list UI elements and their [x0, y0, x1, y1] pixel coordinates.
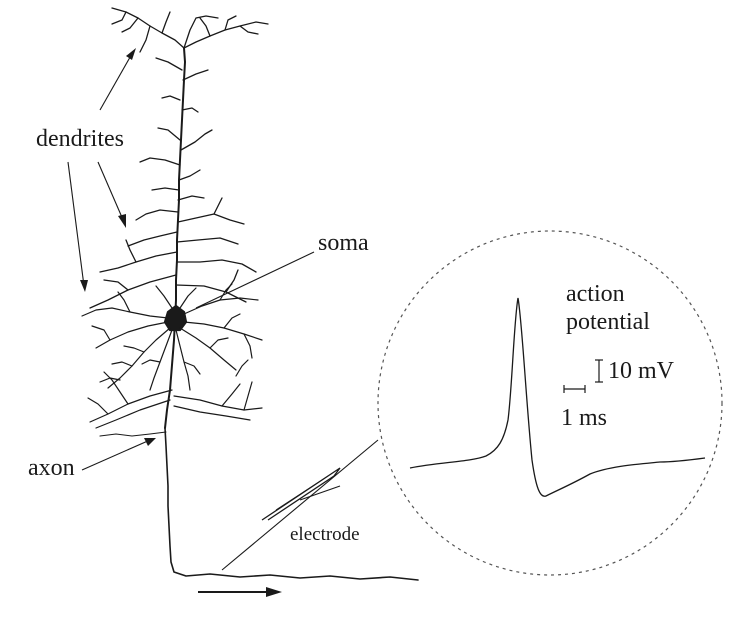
neuron: [81, 7, 419, 581]
dendrites-pointer-low: [67, 161, 85, 287]
axon-collateral: [99, 431, 167, 437]
basal-dendrites: [81, 283, 263, 391]
voltage-scale-label: 10 mV: [608, 358, 674, 384]
electrode: [221, 439, 379, 571]
dendrites-pointer-mid: [97, 161, 125, 223]
apical-dendrite-trunk: [164, 47, 186, 429]
axon-pointer: [81, 439, 151, 471]
action-potential-label: action potential: [566, 280, 650, 337]
voltage-scale-bar: [595, 359, 603, 383]
soma: [163, 304, 188, 332]
axon-label: axon: [28, 455, 75, 481]
soma-pointer: [195, 251, 315, 309]
lower-branches: [87, 359, 263, 429]
action-potential-trace: [409, 297, 706, 497]
dendrites-pointer-up: [99, 51, 134, 111]
axon: [164, 427, 419, 581]
electrode-label: electrode: [290, 524, 360, 545]
time-scale-label: 1 ms: [561, 405, 608, 431]
scale-bars: [563, 359, 603, 393]
dendrites-label: dendrites: [36, 126, 124, 152]
pointer-lines: [67, 48, 315, 471]
oblique-branches: [89, 127, 257, 309]
apical-tuft: [111, 7, 269, 113]
soma-label: soma: [318, 230, 369, 256]
zoom-circle: [377, 230, 723, 576]
action-potential-label-line2: potential: [566, 309, 650, 336]
propagation-arrow: [198, 587, 282, 597]
time-scale-bar: [563, 385, 586, 393]
action-potential-label-line1: action: [566, 281, 625, 307]
